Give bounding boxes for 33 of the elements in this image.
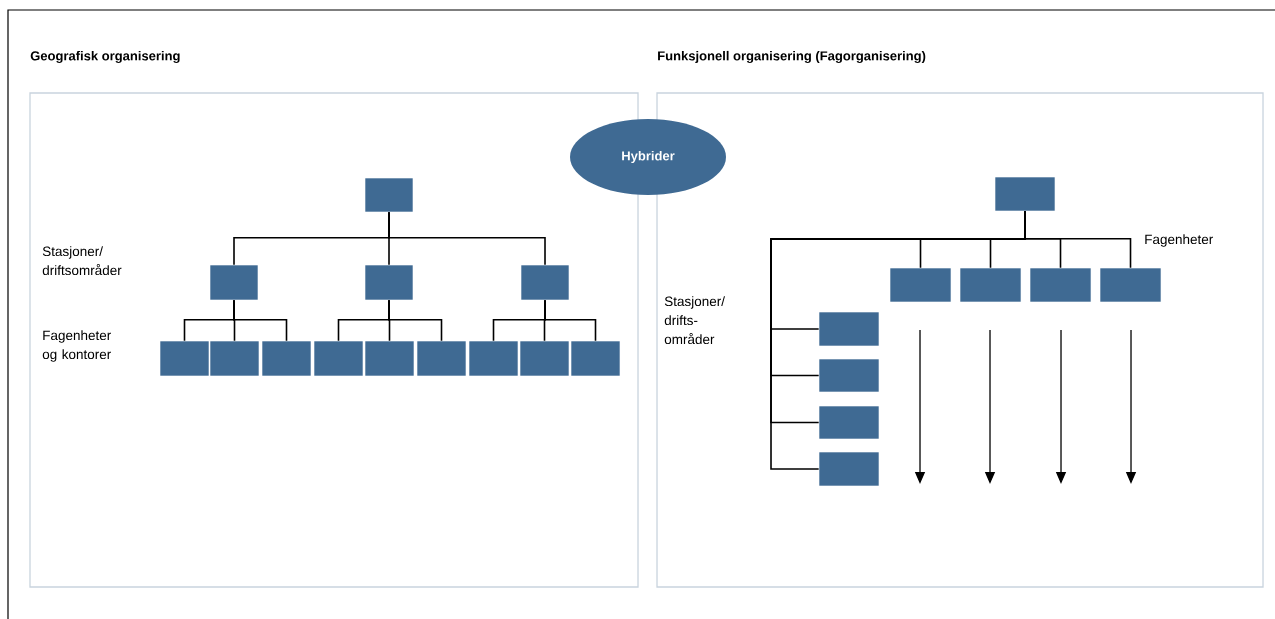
- org-box: [520, 264, 570, 301]
- panel-heading: Geografisk organisering: [30, 50, 180, 64]
- side-label: Stasjoner/ driftsområder: [42, 246, 122, 276]
- org-box: [994, 176, 1056, 212]
- org-box: [959, 267, 1022, 303]
- org-box: [468, 340, 519, 377]
- connector-line: [233, 299, 288, 342]
- connector-line: [770, 210, 1026, 470]
- org-box: [889, 267, 952, 303]
- org-box: [209, 340, 260, 377]
- connector-line: [388, 299, 443, 342]
- org-box: [1099, 267, 1162, 303]
- org-box: [519, 340, 570, 377]
- org-box: [313, 340, 364, 377]
- org-box: [364, 340, 415, 377]
- org-box: [416, 340, 467, 377]
- org-box: [159, 340, 210, 377]
- org-box: [818, 358, 880, 393]
- panel-heading: Funksjonell organisering (Fagorganisering): [658, 50, 926, 64]
- side-label: Fagenheter: [1145, 234, 1213, 247]
- connector-line: [388, 211, 546, 266]
- side-label: Fagenheter og kontorer: [42, 330, 111, 362]
- org-box: [818, 311, 880, 347]
- org-box: [570, 340, 621, 377]
- org-box: [1029, 267, 1092, 303]
- org-box: [818, 405, 880, 440]
- org-box: [261, 340, 312, 377]
- org-box: [209, 264, 259, 301]
- org-box: [364, 264, 414, 301]
- org-box: [364, 177, 414, 213]
- side-label: Stasjoner/ drifts- områder: [664, 296, 725, 345]
- connector-line: [544, 299, 597, 342]
- org-box: [818, 451, 880, 487]
